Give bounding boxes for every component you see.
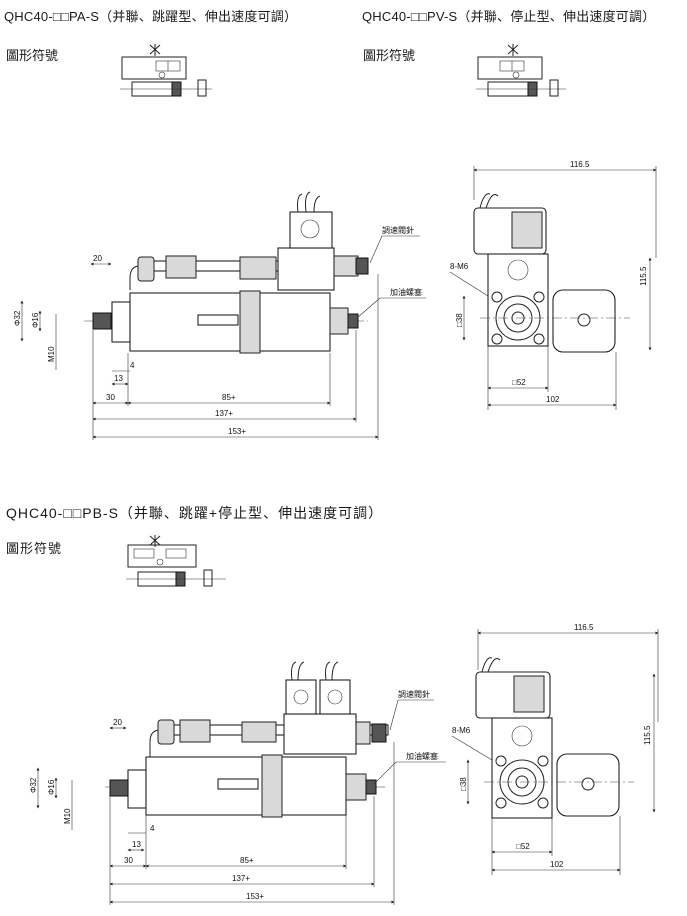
dim-30-pb: 30 [124,856,133,865]
end-view-pb: 116.5 115.5 8-M6 □38 □52 102 [451,623,659,875]
dim-102: 102 [546,395,560,404]
dim-phi16: Φ16 [31,312,40,328]
dim-52: □52 [512,378,526,387]
symbol-label-pb: 圖形符號 [6,541,63,556]
callout-speed-needle-pb: 調速閥針 [398,689,430,699]
hydraulic-symbol-pb [126,535,226,587]
dim-13: 13 [114,374,123,383]
dim-38-pb: □38 [459,777,468,791]
dim-phi32-pb: Φ32 [29,777,38,793]
dim-20-pb: 20 [113,718,122,727]
dim-153-pb: 153+ [246,892,264,901]
section-title-pv: QHC40-□□PV-S（并聯、停止型、伸出速度可調） [362,9,656,24]
dim-30: 30 [106,393,115,402]
dim-115-5: 115.5 [639,266,648,286]
callout-oil-screw-pb: 加油螺塞 [406,751,438,761]
callout-oil-screw: 加油螺塞 [390,287,422,297]
dim-153: 153+ [228,427,246,436]
side-view-pa: 調速閥針 加油螺塞 20 Φ32 Φ16 M10 4 13 30 85+ 137… [13,191,426,440]
dim-8-m6: 8-M6 [450,262,469,271]
hydraulic-symbol-pa [120,44,212,97]
dim-4-pb: 4 [150,824,155,833]
callout-speed-needle: 調速閥針 [382,225,414,235]
dim-m10: M10 [47,346,56,362]
dim-115-5-pb: 115.5 [643,725,652,745]
dim-52-pb: □52 [516,842,530,851]
dim-4: 4 [130,361,135,370]
dim-137: 137+ [215,409,233,418]
symbol-label-pv: 圖形符號 [363,48,416,63]
section-title-pb: QHC40-□□PB-S（并聯、跳躍+停止型、伸出速度可調） [6,505,384,521]
dim-8-m6-pb: 8-M6 [452,726,471,735]
dim-phi16-pb: Φ16 [47,779,56,795]
dim-137-pb: 137+ [232,874,250,883]
dim-85-pb: 85+ [240,856,254,865]
dim-20: 20 [93,254,102,263]
dim-38: □38 [455,313,464,327]
dim-116-5: 116.5 [570,160,590,169]
dim-85: 85+ [222,393,236,402]
dim-m10-pb: M10 [63,808,72,824]
side-view-pb: 調速閥針 加油螺塞 20 Φ32 Φ16 M10 4 13 30 85+ 137… [29,661,446,905]
dim-13-pb: 13 [132,840,141,849]
hydraulic-symbol-pv [476,44,566,97]
symbol-label-pa: 圖形符號 [6,48,59,63]
dim-102-pb: 102 [550,860,564,869]
section-title-pa: QHC40-□□PA-S（并聯、跳躍型、伸出速度可調） [4,9,298,24]
end-view-pa: 116.5 115.5 8-M6 □38 □52 102 [449,160,657,410]
dim-phi32: Φ32 [13,310,22,326]
dim-116-5-pb: 116.5 [574,623,594,632]
